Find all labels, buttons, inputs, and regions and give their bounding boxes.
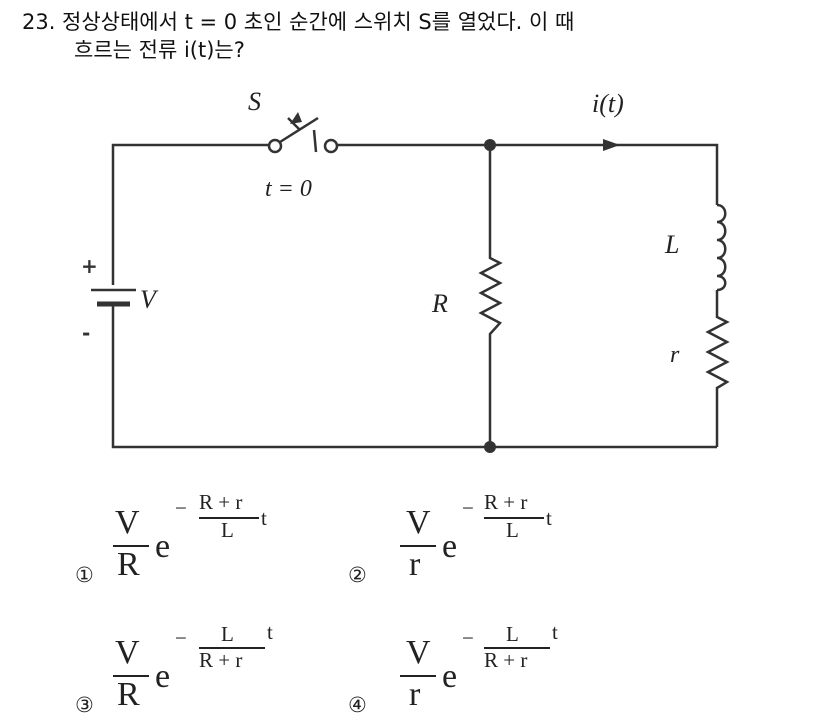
exponent-denominator: L	[221, 518, 234, 542]
switch-terminal-left	[267, 138, 283, 154]
exponent-t: t	[552, 620, 558, 644]
exponent-bar	[199, 647, 265, 649]
question-text-line2: 흐르는 전류 i(t)는?	[74, 38, 245, 62]
exponent-bar	[199, 517, 259, 519]
exponent-denominator: L	[506, 518, 519, 542]
minus-sign: -	[82, 321, 90, 345]
question-text-line1: 정상상태에서 t = 0 초인 순간에 스위치 S를 열었다. 이 때	[62, 10, 575, 34]
switch-terminal-right	[323, 138, 339, 154]
exponent-numerator: R + r	[484, 490, 528, 514]
fraction-denominator: R	[117, 676, 140, 713]
option-marker: ③	[75, 693, 94, 717]
junction-bottom	[484, 441, 496, 453]
resistor-r-label: r	[670, 342, 680, 368]
fraction-bar	[400, 675, 436, 677]
fraction-bar	[113, 675, 149, 677]
exponential-base: e	[442, 658, 458, 695]
fraction-bar	[400, 545, 436, 547]
fraction-denominator: R	[117, 546, 140, 583]
exponent-denominator: R + r	[484, 648, 528, 672]
current-label: i(t)	[592, 89, 624, 118]
exponential-base: e	[155, 658, 171, 695]
resistor-R-label: R	[431, 289, 448, 318]
current-arrow-icon	[603, 139, 620, 151]
exponent-sign: −	[462, 496, 474, 520]
exponent-numerator: R + r	[199, 490, 243, 514]
junction-top	[484, 139, 496, 151]
wire-R-branch	[478, 145, 503, 447]
exponent-bar	[484, 647, 550, 649]
inductor	[716, 203, 727, 292]
resistor-r	[705, 290, 730, 447]
inductor-label: L	[664, 230, 679, 259]
plus-sign: +	[81, 254, 98, 278]
exponent-t: t	[261, 506, 267, 530]
exponential-base: e	[155, 528, 171, 565]
question-number: 23.	[22, 10, 56, 34]
wire-left-bottom	[111, 306, 717, 449]
exponent-t: t	[267, 620, 273, 644]
wire-top	[338, 143, 719, 205]
exponent-numerator: L	[506, 622, 519, 646]
fraction-denominator: r	[409, 676, 421, 713]
switch-time-label: t = 0	[265, 176, 312, 202]
fraction-numerator: V	[115, 634, 140, 671]
option-marker: ②	[348, 563, 367, 587]
switch-open-arrow	[287, 117, 301, 131]
exponent-t: t	[546, 506, 552, 530]
switch-label: S	[248, 87, 261, 116]
source-label: V	[140, 285, 159, 314]
fraction-numerator: V	[115, 504, 140, 541]
exponent-sign: −	[175, 496, 187, 520]
fraction-bar	[113, 545, 149, 547]
fraction-numerator: V	[406, 504, 431, 541]
option-marker: ④	[348, 693, 367, 717]
option-marker: ①	[75, 563, 94, 587]
exponent-sign: −	[175, 626, 187, 650]
exponent-bar	[484, 517, 544, 519]
fraction-denominator: r	[409, 546, 421, 583]
exponent-sign: −	[462, 626, 474, 650]
exponent-numerator: L	[221, 622, 234, 646]
fraction-numerator: V	[406, 634, 431, 671]
exponent-denominator: R + r	[199, 648, 243, 672]
exponential-base: e	[442, 528, 458, 565]
wire-left-top	[111, 143, 268, 285]
